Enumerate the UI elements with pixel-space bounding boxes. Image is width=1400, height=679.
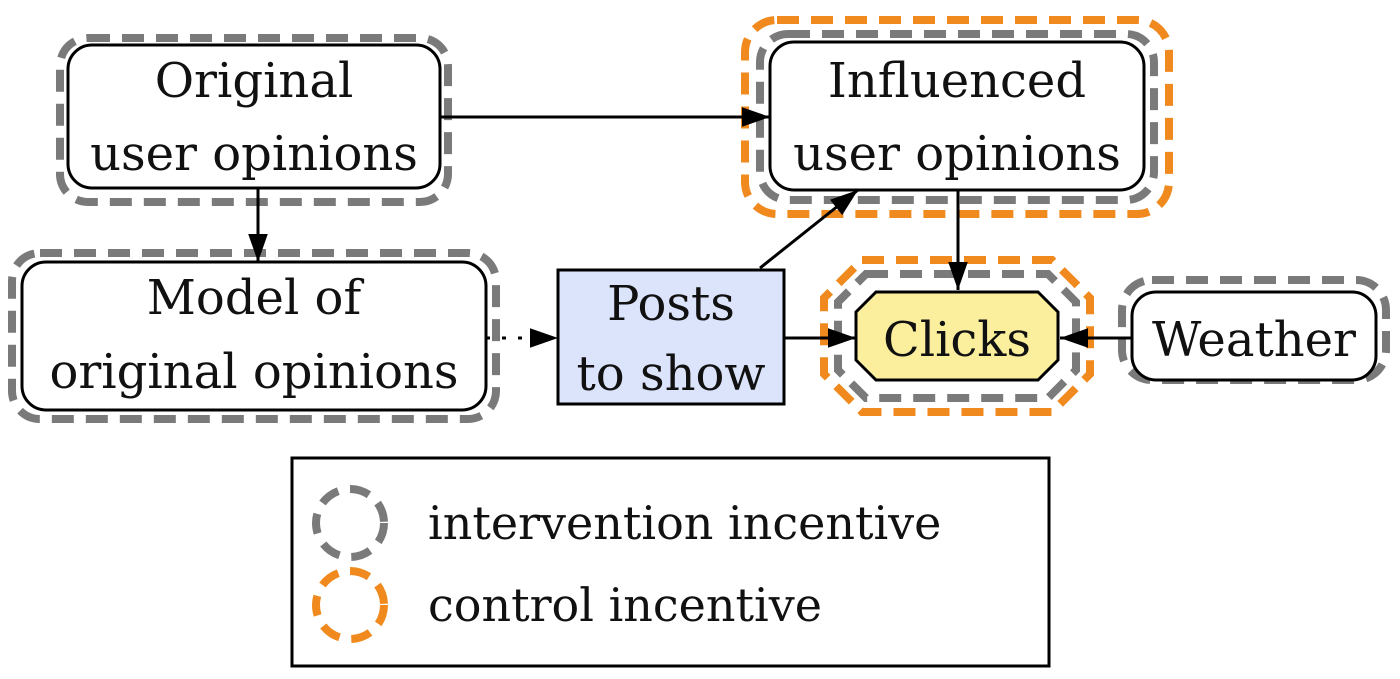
weather-label: Weather — [1152, 312, 1356, 368]
legend-intervention-label: intervention incentive — [428, 496, 941, 550]
node-weather: Weather — [1130, 290, 1378, 382]
influenced-label-line1: Influenced — [828, 53, 1086, 109]
influenced-label-line2: user opinions — [793, 126, 1121, 182]
posts-label-line1: Posts — [607, 276, 735, 332]
legend: intervention incentive control incentive — [290, 456, 1051, 668]
node-clicks: Clicks — [854, 290, 1060, 382]
legend-control-label: control incentive — [428, 578, 822, 632]
clicks-control-ring — [820, 256, 1094, 416]
original-intervention-ring — [56, 34, 452, 206]
posts-label-line2: to show — [577, 346, 766, 402]
legend-box — [290, 456, 1051, 668]
model-label-line1: Model of — [147, 270, 365, 326]
node-original-user-opinions: Original user opinions — [66, 43, 442, 190]
model-label-line2: original opinions — [49, 344, 458, 400]
intervention-legend-ring-icon — [312, 485, 388, 561]
clicks-label: Clicks — [883, 312, 1031, 368]
edge-posts-to-influenced — [759, 188, 859, 270]
clicks-intervention-ring — [834, 270, 1080, 402]
original-label-line1: Original — [155, 53, 354, 109]
weather-intervention-ring — [1118, 276, 1390, 384]
node-influenced-user-opinions: Influenced user opinions — [768, 40, 1146, 192]
original-label-line2: user opinions — [90, 126, 418, 182]
node-model-of-original-opinions: Model of original opinions — [20, 260, 488, 412]
node-posts-to-show: Posts to show — [556, 268, 786, 406]
control-legend-ring-icon — [312, 567, 388, 643]
